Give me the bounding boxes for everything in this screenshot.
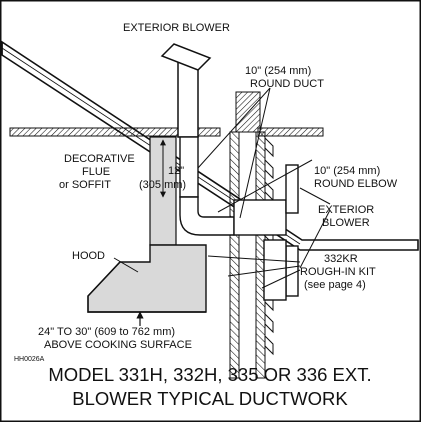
label-flue: FLUE bbox=[82, 166, 110, 178]
label-above-cooking: ABOVE COOKING SURFACE bbox=[44, 339, 192, 351]
label-round-elbow: ROUND ELBOW bbox=[314, 178, 398, 190]
range-hood bbox=[87, 244, 207, 313]
label-hood: HOOD bbox=[72, 250, 105, 262]
label-blower-side: BLOWER bbox=[322, 217, 370, 229]
label-round-duct: ROUND DUCT bbox=[250, 78, 324, 90]
label-see-page: (see page 4) bbox=[304, 279, 366, 291]
label-round-elbow-size: 10" (254 mm) bbox=[314, 165, 380, 177]
label-or-soffit: or SOFFIT bbox=[59, 179, 111, 191]
caption-line-2: BLOWER TYPICAL DUCTWORK bbox=[72, 388, 348, 409]
roof-blower bbox=[160, 43, 212, 138]
label-332kr: 332KR bbox=[324, 253, 358, 265]
figure-code: HH0026A bbox=[14, 356, 45, 363]
label-round-duct-size: 10" (254 mm) bbox=[245, 65, 311, 77]
label-rough-in-kit: ROUGH-IN KIT bbox=[300, 266, 376, 278]
label-exterior-blower-top: EXTERIOR BLOWER bbox=[123, 22, 230, 34]
label-12in: 12" bbox=[168, 165, 184, 177]
leader-lines bbox=[113, 87, 331, 289]
label-exterior-side: EXTERIOR bbox=[318, 204, 374, 216]
label-305mm: (305 mm) bbox=[139, 179, 186, 191]
caption-line-1: MODEL 331H, 332H, 335 OR 336 EXT. bbox=[48, 364, 371, 385]
label-height-range: 24" TO 30" (609 to 762 mm) bbox=[38, 326, 175, 338]
label-decorative: DECORATIVE bbox=[64, 153, 135, 165]
ceiling bbox=[9, 127, 324, 137]
